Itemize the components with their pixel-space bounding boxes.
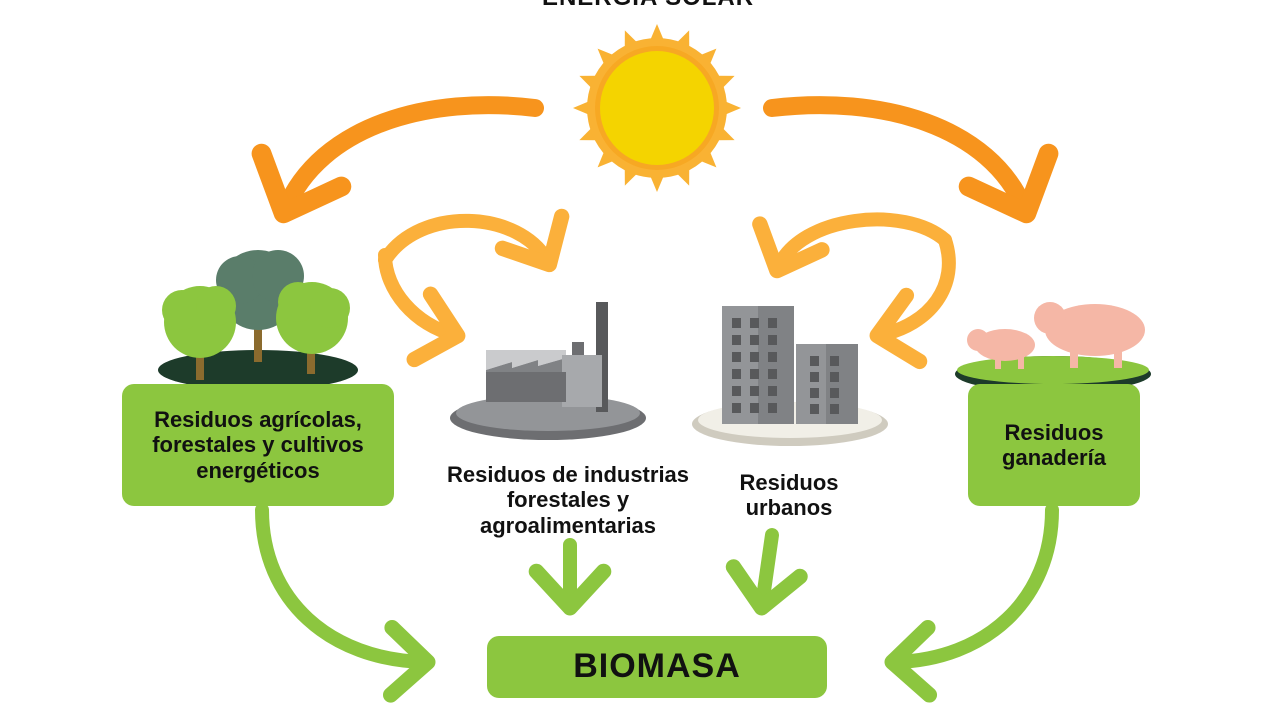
building-window	[768, 403, 777, 413]
building-window	[830, 372, 839, 382]
building-window	[732, 386, 741, 396]
biomasa-label: BIOMASA	[573, 647, 741, 686]
building-window	[750, 352, 759, 362]
buildings-icon	[692, 306, 888, 446]
arrow-yellow-right-to-urbano	[869, 233, 956, 370]
building-window	[750, 403, 759, 413]
arrow-yellow-right-to-industria	[752, 212, 952, 279]
sun-ray	[597, 48, 617, 68]
arrow-yellow-left-to-industria	[378, 248, 466, 368]
building-window	[750, 335, 759, 345]
building-window	[768, 369, 777, 379]
building-window	[732, 369, 741, 379]
arrow-yellow-left-to-urbano	[378, 208, 570, 273]
diagram-title: ENERGÍA SOLAR	[0, 0, 1280, 12]
sun-icon	[573, 24, 741, 192]
sun-ray	[649, 173, 665, 192]
building-window	[750, 318, 759, 328]
source-box-agricola: Residuos agrícolas, forestales y cultivo…	[122, 384, 394, 506]
pig-icon	[955, 302, 1151, 392]
source-label-agricola: Residuos agrícolas, forestales y cultivo…	[152, 407, 364, 483]
building-window	[810, 404, 819, 414]
source-label-line: energéticos	[196, 457, 320, 483]
building-window	[810, 388, 819, 398]
source-label-ganaderia: Residuos ganadería	[1002, 420, 1106, 471]
source-label-line: ganadería	[1002, 445, 1106, 470]
arrow-urbano-to-biomasa	[725, 528, 808, 616]
biomasa-box: BIOMASA	[487, 636, 827, 698]
tree-icon	[158, 250, 358, 390]
source-box-ganaderia: Residuos ganadería	[968, 384, 1140, 506]
building-window	[810, 372, 819, 382]
factory-icon	[450, 302, 646, 440]
sun-ray	[649, 24, 665, 43]
building-window	[768, 318, 777, 328]
source-label-line: Residuos de industrias	[446, 462, 690, 487]
sun-ray	[697, 48, 717, 68]
building-window	[750, 369, 759, 379]
source-label-industria: Residuos de industrias forestales y agro…	[418, 462, 718, 538]
building-window	[768, 352, 777, 362]
source-label-line: urbanos	[745, 495, 833, 521]
building-window	[830, 356, 839, 366]
source-label-line: Residuos	[1004, 419, 1104, 445]
sun-ray	[697, 148, 717, 168]
source-label-urbano: Residuos urbanos	[714, 470, 864, 521]
building-window	[732, 335, 741, 345]
building-window	[732, 403, 741, 413]
source-label-line: forestales y	[506, 487, 630, 513]
building-window	[732, 352, 741, 362]
arrow-sun-to-agricola	[251, 96, 544, 224]
arrow-ganaderia-to-biomasa	[884, 503, 1059, 703]
source-label-line: Residuos agrícolas,	[154, 407, 362, 433]
source-label-line: Residuos	[739, 470, 839, 495]
building-window	[768, 335, 777, 345]
building-window	[768, 386, 777, 396]
source-label-line: agroalimentarias	[479, 512, 657, 538]
arrow-agricola-to-biomasa	[255, 503, 436, 703]
arrow-sun-to-ganaderia	[763, 96, 1059, 224]
building-window	[750, 386, 759, 396]
sun-ray	[597, 148, 617, 168]
building-window	[810, 356, 819, 366]
source-label-line: forestales y cultivos	[152, 432, 364, 458]
building-window	[830, 404, 839, 414]
sun-ray	[722, 100, 741, 116]
building-window	[830, 388, 839, 398]
building-window	[732, 318, 741, 328]
sun-ray	[573, 100, 592, 116]
